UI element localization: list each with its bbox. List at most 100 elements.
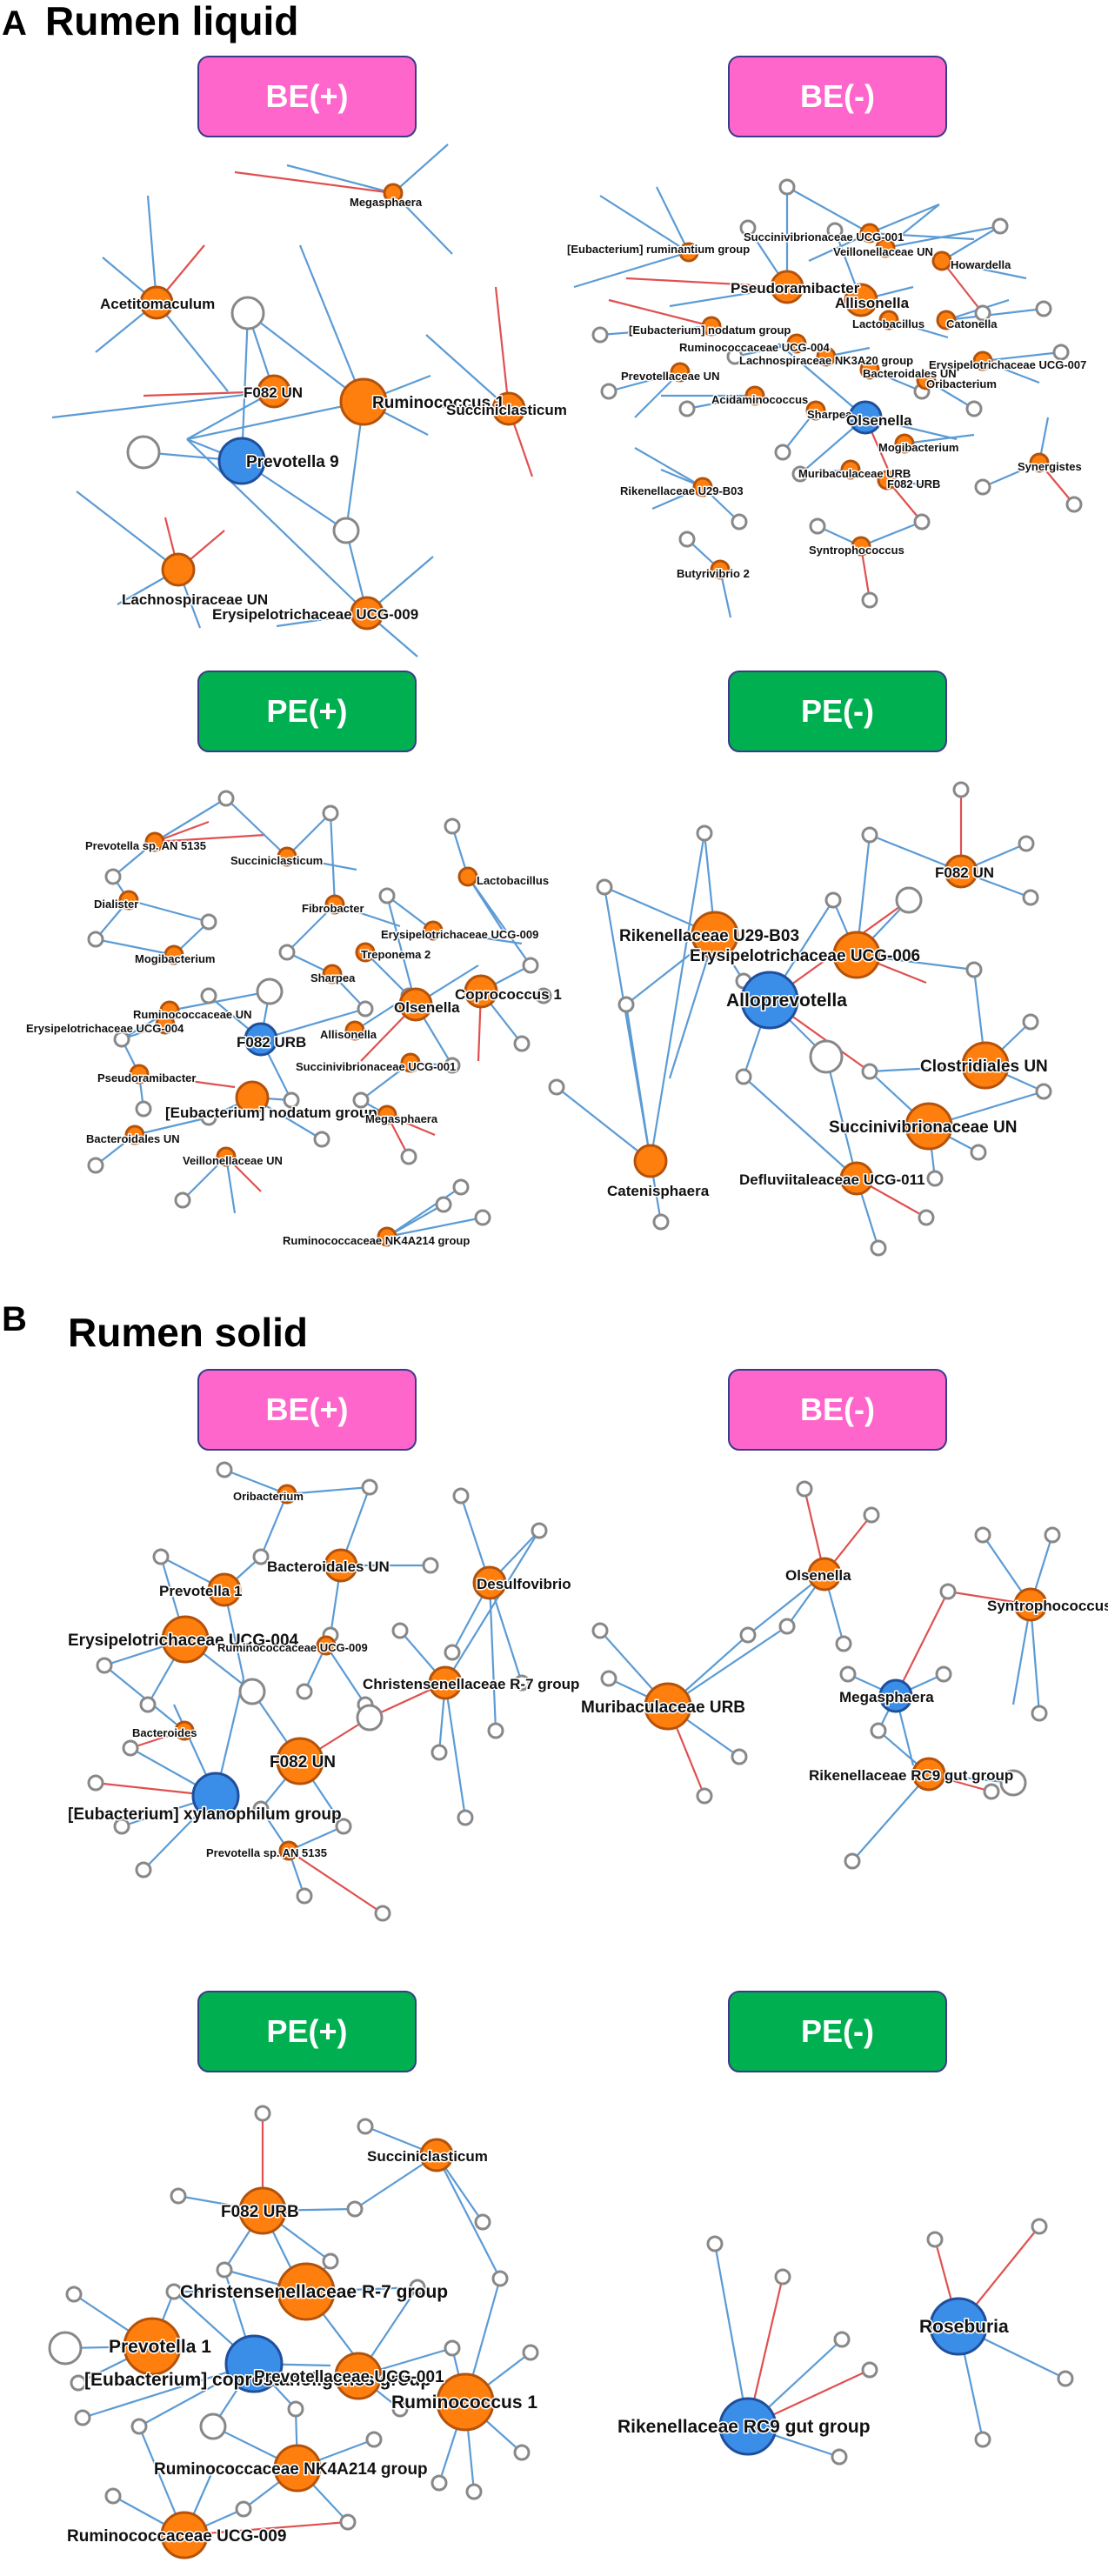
unlabeled-node [596,878,613,896]
panel-solid-be-minus: BE(-)OlsenellaSyntrophococcusMuribaculac… [580,1369,1108,1870]
unlabeled-node [826,222,844,239]
condition-badge [197,671,417,752]
positive-edge [325,1645,366,1705]
node-label-ruminococcaceae-ucg004: Ruminococcaceae UCG-004 [679,341,830,354]
node-label-muribaculaceae-urb: Muribaculaceae URB [798,467,911,480]
positive-edge [624,1004,652,1162]
node-prevotellaceae-ucg001-s [334,2352,383,2400]
node-rikenellaceae-u29b03-pe [691,911,739,959]
node-pseudoramibacter-pe [129,1064,150,1084]
unlabeled-node [135,1861,152,1879]
node-catenisphaera [633,1144,668,1178]
unlabeled-node [313,1131,330,1148]
unlabeled-node [435,1196,452,1213]
node-treponema2 [355,942,376,963]
unlabeled-node [1035,300,1052,317]
unlabeled-node [731,513,748,531]
node-label-prevotella-an5135: Prevotella sp. AN 5135 [85,839,206,852]
node-label-catonella: Catonella [946,317,998,330]
node-erysipelotrichaceae-ucg009 [350,596,384,631]
positive-edge [667,1625,788,1707]
node-label-succiniclasticum-s: Succiniclasticum [367,2148,488,2165]
positive-edge [734,342,798,358]
unlabeled-node [952,781,970,798]
unlabeled-node [444,818,461,835]
node-label-prevotella1-s: Prevotella 1 [159,1583,242,1599]
positive-edge [298,244,365,403]
positive-edge [51,390,275,419]
node-label-allisonella-pe: Allisonella [320,1028,377,1041]
node-label-acidaminococcus: Acidaminococcus [711,393,808,406]
positive-edge [247,312,364,403]
section-b-letter: B [2,1300,27,1338]
node-label-ruminococcus1-s: Ruminococcus 1 [391,2392,537,2412]
section-a-title: Rumen liquid [45,0,298,43]
positive-edge [436,2154,501,2279]
node-eubacterium-nodatum-pe [235,1080,270,1115]
unlabeled-node [913,513,931,531]
positive-edge [778,343,866,418]
nodes [87,790,552,1247]
node-label-pseudoramibacter-pe: Pseudoramibacter [97,1071,196,1084]
unlabeled-node [87,931,104,948]
node-label-rikenellaceae-u29b03-pe: Rikenellaceae U29-B03 [619,927,799,945]
condition-badge [197,1369,417,1451]
unlabeled-node [774,444,791,461]
unlabeled-node [104,868,122,885]
unlabeled-node [216,1461,233,1478]
node-eubacterium-xylanophilum [191,1772,240,1820]
node-oribacterium-s [277,1484,297,1505]
node-label-fibrobacter: Fibrobacter [302,902,364,915]
unlabeled-node [513,2444,531,2461]
unlabeled-node [335,1818,352,1835]
positive-edge [941,225,1001,262]
unlabeled-node [1065,496,1083,513]
positive-edge [786,186,871,234]
unlabeled-node [322,804,339,822]
node-veillonellaceae-un-pe [216,1146,237,1167]
node-label-lactobacillus: Lactobacillus [852,317,924,330]
node-erysipelotrichaceae-ucg004-s [161,1615,210,1664]
unlabeled-node [861,591,878,609]
node-f082un-pe [944,854,978,889]
negative-edge [494,286,511,410]
positive-edge [392,143,449,194]
unlabeled-node [739,219,757,237]
condition-badge [728,56,947,137]
node-eubacterium-coprostanoligenes [224,2334,284,2393]
condition-badge-label: BE(+) [265,78,348,114]
positive-edge [329,812,337,905]
unlabeled-node [391,2400,409,2418]
condition-badge-label: BE(-) [800,78,875,114]
positive-edge [386,1204,444,1238]
unlabeled-node [216,2261,233,2279]
positive-edge [1029,1604,1041,1714]
node-erysipelotrichaceae-ucg004-pe [155,1014,176,1035]
unlabeled-node [735,1068,752,1085]
unlabeled-node [391,1622,409,1639]
unlabeled-node [254,2105,271,2122]
unlabeled-node [199,2412,227,2440]
node-label-erysipelotrichaceae-ucg006-pe: Erysipelotrichaceae UCG-006 [690,947,920,965]
node-christensenellaceae-r7-s2 [277,2262,336,2321]
positive-edge [386,1186,462,1238]
unlabeled-node [200,913,217,931]
node-prevotella-an5135 [144,831,165,852]
unlabeled-node [774,2268,791,2286]
negative-edge [895,1591,949,1697]
unlabeled-node [600,383,617,400]
positive-edge [884,224,1001,250]
positive-edge [182,1156,227,1201]
unlabeled-node [1022,889,1039,906]
unlabeled-node [130,2418,148,2435]
node-label-rikenellaceae-rc9-s: Rikenellaceae RC9 gut group [809,1767,1013,1784]
negative-edge [941,260,984,314]
node-label-bacteroidales-un-pe: Bacteroidales UN [86,1132,180,1145]
positive-edge [134,1116,210,1137]
unlabeled-node [926,1170,944,1187]
